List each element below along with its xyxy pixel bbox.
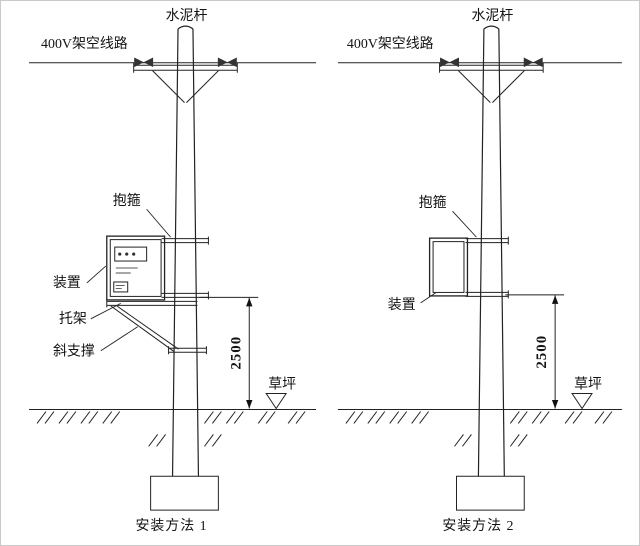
- hoop-label: 抱箍: [113, 192, 141, 209]
- lawn-label: 草坪: [574, 377, 602, 393]
- foundation-block: [456, 475, 525, 511]
- crossarm-assembly: [133, 57, 238, 103]
- lawn-symbol: [571, 393, 593, 409]
- device-box: [428, 237, 469, 297]
- pole-label: 水泥杆: [166, 8, 208, 24]
- device-label: 装置: [388, 297, 416, 313]
- dimension-2500: [199, 296, 259, 409]
- device-box: [106, 235, 166, 301]
- lawn-symbol: [265, 393, 287, 409]
- diagonal-support: [110, 305, 179, 352]
- leader-lines: [420, 210, 477, 304]
- caption-method-2: 安装方法 2: [442, 518, 514, 534]
- diagram-method-1: 水泥杆 400V架空线路 抱箍 装置 托架 斜支撑 2500 草坪 安装方法 1: [29, 8, 317, 534]
- hoop-clamps: [465, 236, 509, 299]
- leader-lines: [86, 208, 171, 352]
- dimension-2500: [505, 294, 565, 409]
- foundation-block: [150, 475, 219, 511]
- hoop-label: 抱箍: [419, 194, 447, 211]
- bracket-label: 托架: [59, 311, 87, 327]
- dimension-text: 2500: [228, 336, 244, 370]
- hoop-clamps: [161, 236, 209, 355]
- diagram-method-2: 水泥杆 400V架空线路 抱箍 装置 2500 草坪 安装方法 2: [337, 8, 622, 534]
- cement-pole: [477, 25, 505, 477]
- ground: [337, 409, 622, 447]
- crossarm-assembly: [439, 57, 544, 103]
- pole-label: 水泥杆: [471, 8, 513, 24]
- bracket: [106, 299, 198, 308]
- ground: [29, 409, 317, 447]
- brace-label: 斜支撑: [53, 344, 95, 360]
- overhead-line-label: 400V架空线路: [347, 36, 434, 52]
- caption-method-1: 安装方法 1: [135, 518, 207, 534]
- cement-pole: [171, 25, 200, 477]
- lawn-label: 草坪: [268, 377, 296, 393]
- overhead-line-label: 400V架空线路: [41, 36, 128, 52]
- device-label: 装置: [53, 275, 81, 291]
- dimension-text: 2500: [534, 335, 550, 369]
